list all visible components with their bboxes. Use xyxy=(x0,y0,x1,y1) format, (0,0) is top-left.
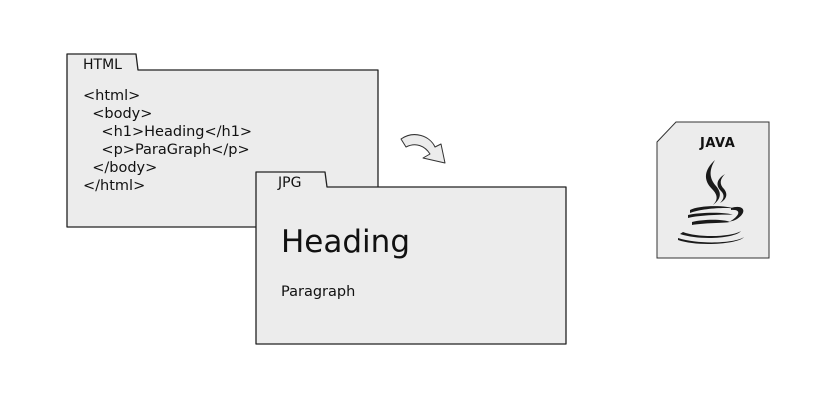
curved-arrow-icon xyxy=(400,134,446,164)
jpg-folder-tab-label: JPG xyxy=(278,175,302,191)
java-coffee-cup-icon xyxy=(678,160,744,244)
html-code-line: <h1>Heading</h1> xyxy=(83,124,253,140)
html-code-line: <html> xyxy=(83,88,141,104)
html-code-line: <p>ParaGraph</p> xyxy=(83,142,250,158)
html-code-line: <body> xyxy=(83,106,153,122)
java-label: JAVA xyxy=(700,136,736,151)
java-file-icon xyxy=(656,121,770,259)
html-folder-tab-label: HTML xyxy=(83,57,122,73)
jpg-folder-shape xyxy=(255,171,567,345)
jpg-paragraph: Paragraph xyxy=(281,284,356,300)
html-code-line: </html> xyxy=(83,178,146,194)
html-code-line: </body> xyxy=(83,160,158,176)
jpg-heading: Heading xyxy=(281,224,410,260)
